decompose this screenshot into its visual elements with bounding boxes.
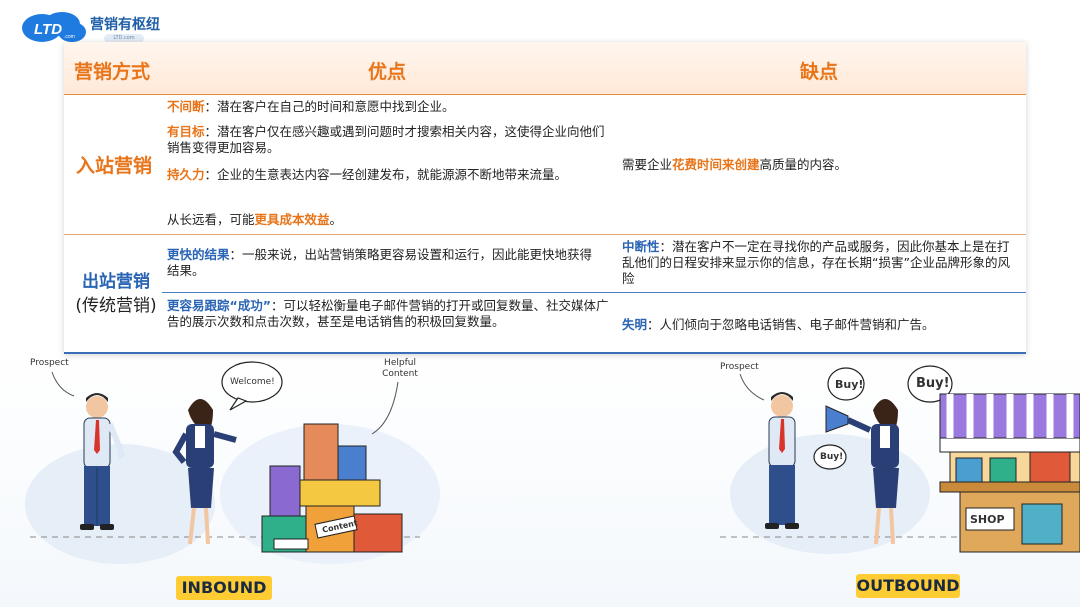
inbound-con: 需要企业花费时间来创建高质量的内容。 bbox=[622, 157, 848, 172]
row-divider bbox=[162, 292, 1026, 293]
bubble-buy-3: Buy! bbox=[820, 452, 844, 462]
presenter-woman bbox=[172, 399, 237, 545]
prospect-man-outbound bbox=[765, 392, 799, 529]
category-outbound: 出站营销 bbox=[82, 272, 150, 292]
inbound-pro-2: 有目标：潜在客户仅在感兴趣或遇到问题时才搜索相关内容，这使得企业向他们销售变得更… bbox=[167, 124, 605, 155]
outbound-pro-1: 更快的结果：一般来说，出站营销策略更容易设置和运行，因此能更快地获得结果。 bbox=[167, 247, 593, 278]
inbound-pro-4: 从长远看，可能更具成本效益。 bbox=[167, 212, 343, 227]
brand-badge: LTD.com bbox=[104, 34, 144, 43]
illustration-art bbox=[25, 361, 1080, 564]
bubble-buy-1: Buy! bbox=[835, 378, 864, 391]
table-row-outbound: 出站营销 (传统营销) 更快的结果：一般来说，出站营销策略更容易设置和运行，因此… bbox=[64, 235, 1026, 354]
brand-name: 营销有枢纽 bbox=[90, 17, 160, 33]
category-outbound-sub: (传统营销) bbox=[75, 296, 157, 316]
outbound-con-1: 中断性：潜在客户不一定在寻找你的产品或服务，因此你基本上是在打乱他们的日程安排来… bbox=[622, 239, 1010, 286]
inbound-pro-1: 不间断：潜在客户在自己的时间和意愿中找到企业。 bbox=[167, 99, 455, 114]
shop-stall bbox=[939, 393, 1080, 553]
table-row-inbound: 入站营销 不间断：潜在客户在自己的时间和意愿中找到企业。 有目标：潜在客户仅在感… bbox=[64, 95, 1026, 235]
comparison-table: 营销方式 优点 缺点 入站营销 不间断：潜在客户在自己的时间和意愿中找到企业。 … bbox=[64, 42, 1026, 354]
label-prospect-inbound: Prospect bbox=[30, 358, 69, 368]
header-pros: 优点 bbox=[368, 61, 407, 83]
marketer-woman bbox=[825, 399, 899, 545]
bubble-welcome: Welcome! bbox=[230, 377, 275, 387]
svg-text:.com: .com bbox=[64, 34, 75, 40]
category-inbound: 入站营销 bbox=[75, 155, 152, 177]
content-boxes bbox=[261, 423, 403, 553]
bubble-buy-2: Buy! bbox=[916, 376, 950, 391]
label-helpful-content: Helpful Content bbox=[382, 358, 418, 379]
header-method: 营销方式 bbox=[74, 61, 151, 83]
inbound-pro-3: 持久力：企业的生意表达内容一经创建发布，就能源源不断地带来流量。 bbox=[167, 167, 568, 182]
brand-logo: LTD .com bbox=[22, 12, 86, 42]
illustration: Prospect Welcome! Helpful Content Conten… bbox=[0, 354, 1080, 607]
shop-sign: SHOP bbox=[970, 513, 1005, 526]
prospect-man-inbound bbox=[80, 393, 126, 530]
outbound-pro-2: 更容易跟踪“成功”：可以轻松衡量电子邮件营销的打开或回复数量、社交媒体广告的展示… bbox=[167, 298, 609, 329]
svg-text:LTD: LTD bbox=[34, 21, 62, 38]
table-header: 营销方式 优点 缺点 bbox=[64, 42, 1026, 95]
label-prospect-outbound: Prospect bbox=[720, 362, 759, 372]
header-cons: 缺点 bbox=[800, 61, 839, 83]
outbound-con-2: 失明：人们倾向于忽略电话销售、电子邮件营销和广告。 bbox=[622, 317, 935, 332]
tag-inbound: INBOUND bbox=[176, 576, 272, 600]
tag-outbound: OUTBOUND bbox=[856, 574, 960, 598]
